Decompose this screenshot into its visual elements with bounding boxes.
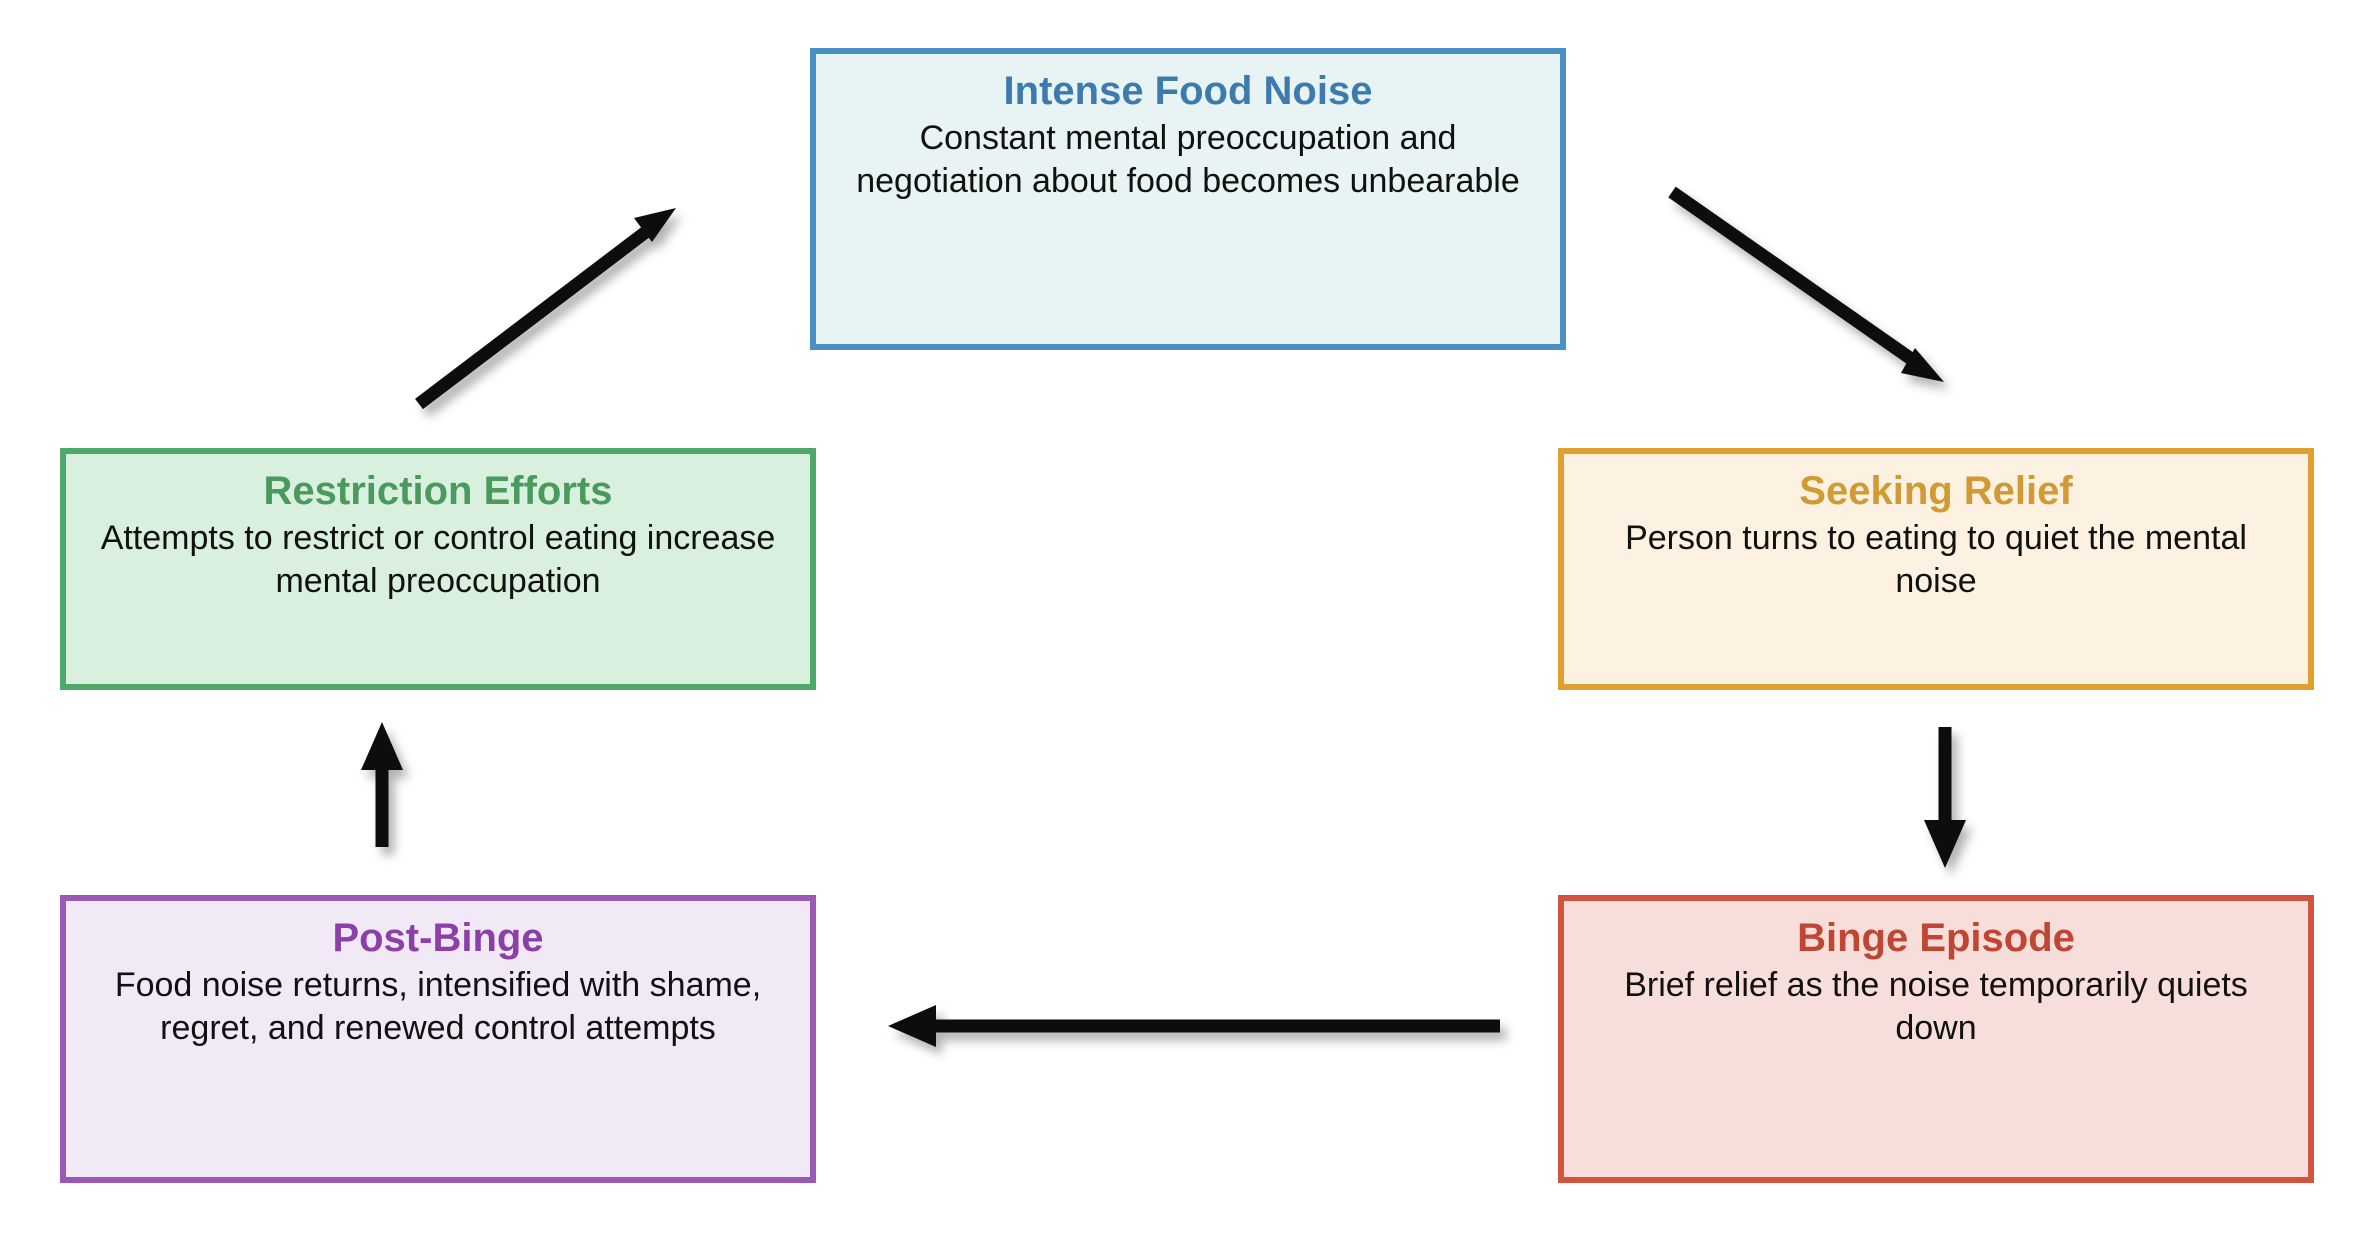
node-description-binge-episode: Brief relief as the noise temporarily qu… — [1624, 966, 2248, 1047]
node-title-intense-food-noise: Intense Food Noise — [1003, 69, 1373, 113]
arrow-post-binge-to-restriction-efforts — [361, 722, 403, 847]
node-restriction-efforts[interactable]: Restriction Efforts Attempts to restrict… — [60, 448, 816, 690]
node-description-seeking-relief: Person turns to eating to quiet the ment… — [1625, 519, 2247, 600]
arrow-seeking-relief-to-binge-episode — [1924, 727, 1966, 868]
node-post-binge[interactable]: Post-Binge Food noise returns, intensifi… — [60, 895, 816, 1183]
arrow-binge-episode-to-post-binge — [888, 1005, 1500, 1047]
node-title-seeking-relief: Seeking Relief — [1799, 469, 2073, 513]
node-binge-episode[interactable]: Binge Episode Brief relief as the noise … — [1558, 895, 2314, 1183]
node-intense-food-noise[interactable]: Intense Food Noise Constant mental preoc… — [810, 48, 1566, 350]
node-seeking-relief[interactable]: Seeking Relief Person turns to eating to… — [1558, 448, 2314, 690]
arrow-restriction-efforts-to-intense-food-noise — [415, 208, 676, 410]
node-description-restriction-efforts: Attempts to restrict or control eating i… — [100, 519, 776, 600]
node-title-binge-episode: Binge Episode — [1797, 916, 2075, 960]
arrow-intense-food-noise-to-seeking-relief — [1668, 186, 1944, 382]
node-title-restriction-efforts: Restriction Efforts — [263, 469, 613, 513]
node-title-post-binge: Post-Binge — [332, 916, 544, 960]
node-description-intense-food-noise: Constant mental preoccupation and negoti… — [856, 119, 1520, 200]
node-description-post-binge: Food noise returns, intensified with sha… — [114, 966, 762, 1047]
